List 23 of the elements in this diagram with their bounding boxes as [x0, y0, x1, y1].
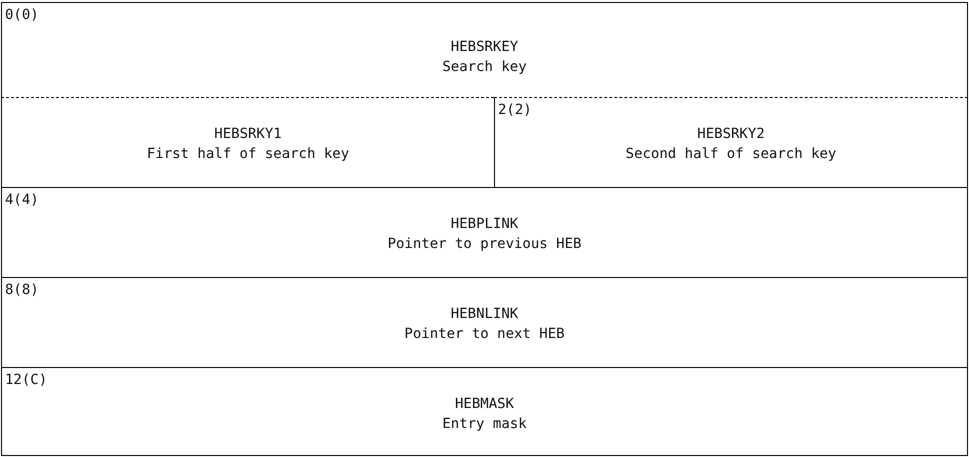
offset-label: 0(0) [5, 7, 39, 23]
field-box [1, 97, 494, 187]
field-name: HEBNLINK [450, 306, 518, 322]
field-description: First half of search key [146, 146, 350, 162]
field-description: Search key [442, 59, 527, 75]
field-box [1, 367, 968, 456]
offset-label: 8(8) [5, 282, 39, 298]
field-name: HEBSRKEY [450, 39, 518, 55]
field-name: HEBMASK [454, 396, 514, 412]
offset-label: 4(4) [5, 192, 39, 208]
offset-label: 12(C) [5, 372, 48, 388]
field-description: Pointer to previous HEB [388, 236, 582, 252]
field-name: HEBSRKY1 [214, 126, 282, 142]
field-box [494, 97, 968, 187]
field-description: Pointer to next HEB [404, 326, 565, 342]
field-box [1, 2, 968, 97]
field-description: Second half of search key [626, 146, 836, 162]
field-name: HEBPLINK [450, 216, 518, 232]
field-name: HEBSRKY2 [697, 126, 765, 142]
offset-label: 2(2) [498, 102, 532, 118]
field-box [1, 277, 968, 367]
field-description: Entry mask [442, 416, 527, 432]
field-box [1, 187, 968, 277]
